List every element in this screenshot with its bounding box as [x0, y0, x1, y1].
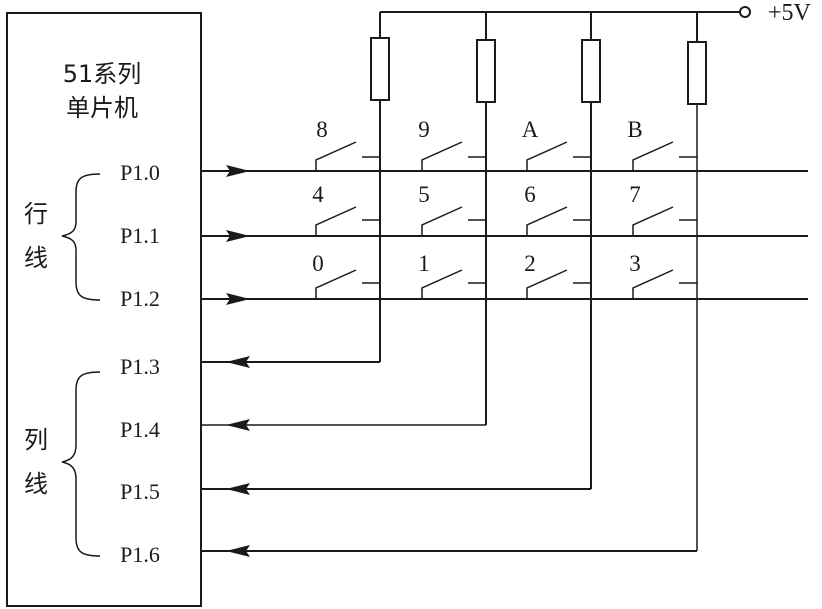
key-switch-a: A — [522, 117, 591, 171]
key-label-3: 3 — [629, 251, 641, 276]
key-label-a: A — [522, 117, 539, 142]
row-arrow-2 — [226, 293, 250, 305]
pullup-resistor-2 — [581, 39, 601, 103]
mcu-label-line1: 51系列 — [63, 60, 142, 88]
pin-label-p1-4: P1.4 — [120, 417, 160, 442]
mcu-label-line2: 单片机 — [66, 94, 138, 122]
row-arrow-0 — [226, 165, 250, 177]
pullup-resistor-1 — [476, 39, 496, 103]
key-label-4: 4 — [312, 182, 324, 207]
key-switch-3: 3 — [629, 251, 697, 299]
pin-label-p1-1: P1.1 — [120, 223, 160, 248]
pin-label-p1-3: P1.3 — [120, 354, 160, 379]
col-arrow-2 — [226, 483, 250, 495]
key-switch-b: B — [627, 117, 697, 171]
key-label-5: 5 — [418, 182, 430, 207]
pin-label-p1-2: P1.2 — [120, 286, 160, 311]
row-arrow-1 — [226, 230, 250, 242]
key-label-7: 7 — [629, 182, 641, 207]
key-switch-2: 2 — [524, 251, 591, 299]
row-line-label-1: 行 — [24, 200, 48, 228]
key-label-1: 1 — [418, 251, 430, 276]
key-switch-8: 8 — [315, 117, 380, 171]
key-switch-6: 6 — [524, 182, 591, 236]
row-line-label-2: 线 — [24, 244, 48, 272]
col-arrow-0 — [226, 356, 250, 368]
col-arrow-3 — [226, 545, 250, 557]
key-switch-7: 7 — [629, 182, 697, 236]
col-arrow-1 — [226, 419, 250, 431]
key-label-8: 8 — [316, 117, 328, 142]
pin-label-p1-0: P1.0 — [120, 160, 160, 185]
key-switch-5: 5 — [418, 182, 486, 236]
mcu-block — [6, 12, 202, 607]
pin-label-p1-5: P1.5 — [120, 479, 160, 504]
pullup-resistor-0 — [370, 37, 390, 101]
key-label-9: 9 — [418, 117, 430, 142]
key-switch-9: 9 — [418, 117, 486, 171]
pin-label-p1-6: P1.6 — [120, 542, 160, 567]
key-label-2: 2 — [524, 251, 536, 276]
key-switch-1: 1 — [418, 251, 486, 299]
supply-label: +5V — [768, 0, 812, 26]
key-switch-0: 0 — [312, 251, 380, 299]
key-label-0: 0 — [312, 251, 324, 276]
key-label-b: B — [627, 117, 642, 142]
key-label-6: 6 — [524, 182, 536, 207]
col-line-label-2: 线 — [24, 470, 48, 498]
col-line-label-1: 列 — [24, 426, 48, 454]
row-line-brace — [61, 173, 101, 301]
supply-terminal — [739, 6, 751, 18]
pullup-resistor-3 — [687, 41, 707, 105]
col-line-brace — [61, 371, 101, 557]
key-switch-4: 4 — [312, 182, 380, 236]
